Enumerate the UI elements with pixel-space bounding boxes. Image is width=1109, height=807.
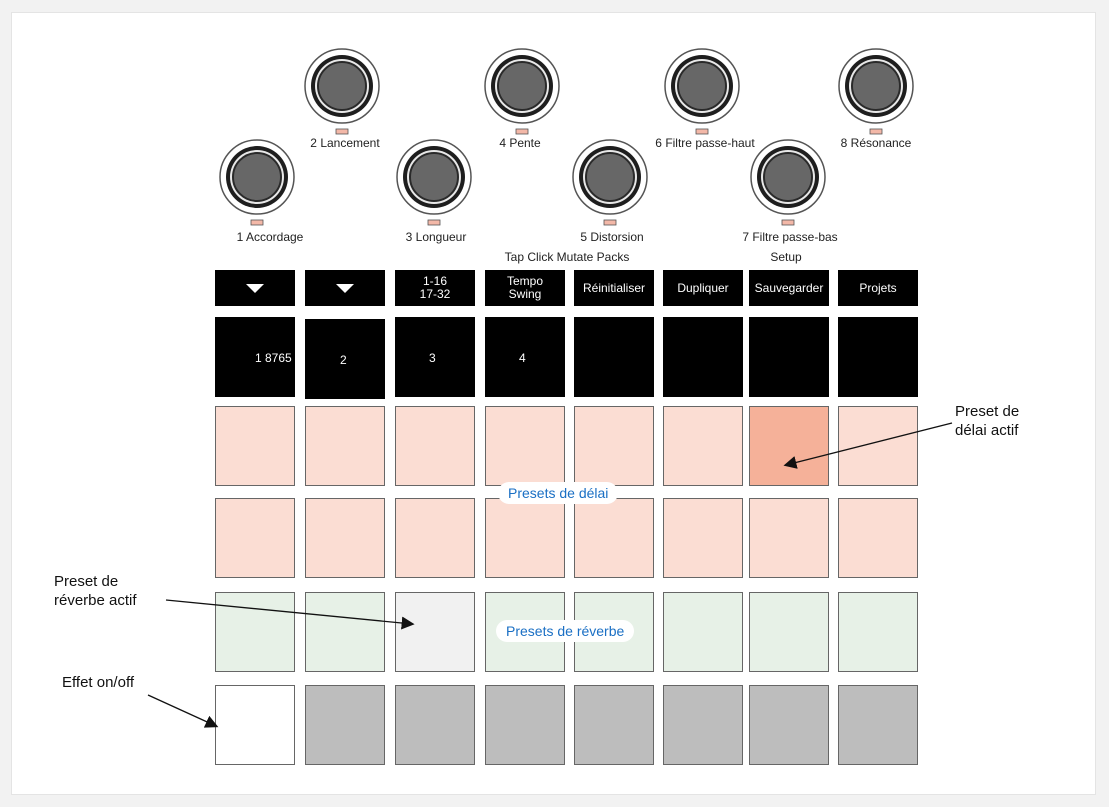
delay-preset-pad[interactable] — [663, 406, 743, 486]
reverb-preset-pad[interactable] — [305, 592, 385, 672]
sequence-pad[interactable]: 4 — [485, 317, 565, 397]
effect-pad[interactable] — [663, 685, 743, 765]
sequence-pad-label: 1 8765 — [255, 351, 292, 365]
knob-label: 5 Distorsion — [580, 230, 644, 244]
delay-active-arrow — [783, 422, 953, 469]
knob-label: 8 Résonance — [840, 136, 912, 150]
arrow-down-button[interactable] — [215, 270, 295, 306]
delay-preset-pad[interactable] — [485, 406, 565, 486]
knob-label: 6 Filtre passe-haut — [655, 136, 755, 150]
annotation-line: réverbe actif — [54, 592, 137, 609]
reverb-active-arrow — [165, 599, 415, 630]
save-label: Sauvegarder — [754, 280, 824, 295]
knob-label: 7 Filtre passe-bas — [742, 230, 838, 244]
effect-pad[interactable] — [485, 685, 565, 765]
reverb-active-annotation: Preset de réverbe actif — [54, 572, 137, 610]
duplicate-label: Dupliquer — [677, 280, 729, 295]
reverb-preset-pad[interactable] — [838, 592, 918, 672]
tap-click-label: Tap Click Mutate Packs — [504, 250, 630, 264]
reset-button[interactable]: Réinitialiser — [574, 270, 654, 306]
arrow-down-button[interactable] — [305, 270, 385, 306]
delay-active-annotation: Preset de délai actif — [955, 402, 1075, 440]
effect-pad[interactable] — [395, 685, 475, 765]
delay-preset-pad[interactable] — [663, 498, 743, 578]
sequence-pad-label: 2 — [340, 353, 347, 367]
projects-button[interactable]: Projets — [838, 270, 918, 306]
effect-pad[interactable] — [838, 685, 918, 765]
delay-preset-pad[interactable] — [838, 406, 918, 486]
delay-preset-pad[interactable] — [485, 498, 565, 578]
pattern-range-label: 1-16 — [422, 274, 448, 288]
sequence-pad-label: 3 — [429, 351, 436, 365]
knob-label: 3 Longueur — [405, 230, 467, 244]
delay-preset-pad[interactable] — [838, 498, 918, 578]
delay-preset-pad[interactable] — [749, 498, 829, 578]
swing-label: Swing — [508, 287, 542, 301]
delay-preset-pad[interactable] — [215, 406, 295, 486]
setup-label: Setup — [770, 250, 802, 264]
effect-pad[interactable] — [749, 685, 829, 765]
effect-toggle-annotation: Effet on/off — [62, 674, 135, 691]
save-button[interactable]: Sauvegarder — [749, 270, 829, 306]
delay-preset-pad[interactable] — [215, 498, 295, 578]
reset-label: Réinitialiser — [582, 280, 646, 295]
knob-label: 4 Pente — [499, 136, 541, 150]
reverb-preset-pad-active[interactable] — [395, 592, 475, 672]
delay-preset-pad[interactable] — [305, 498, 385, 578]
knob-label: 2 Lancement — [310, 136, 380, 150]
annotation-line: Preset de — [54, 573, 119, 590]
effect-pad[interactable] — [305, 685, 385, 765]
effect-toggle-pad[interactable] — [215, 685, 295, 765]
effect-toggle-arrow — [147, 694, 219, 728]
sequence-pad[interactable] — [663, 317, 743, 397]
knob-label: 1 Accordage — [236, 230, 304, 244]
arrow-down-icon — [336, 283, 354, 293]
tempo-label: Tempo — [506, 274, 544, 288]
sequence-pad[interactable]: 2 — [305, 319, 385, 399]
sequence-pad[interactable]: 1 8765 — [215, 317, 295, 397]
reverb-presets-label: Presets de réverbe — [496, 620, 635, 642]
duplicate-button[interactable]: Dupliquer — [663, 270, 743, 306]
delay-presets-label: Presets de délai — [498, 482, 619, 504]
reverb-preset-pad[interactable] — [749, 592, 829, 672]
annotation-line: délai actif — [955, 422, 1019, 439]
reverb-preset-pad[interactable] — [215, 592, 295, 672]
reverb-preset-pad[interactable] — [663, 592, 743, 672]
delay-preset-pad-active[interactable] — [749, 406, 829, 486]
annotation-line: Preset de — [955, 403, 1020, 420]
effect-pad[interactable] — [574, 685, 654, 765]
sequence-pad[interactable] — [838, 317, 918, 397]
projects-label: Projets — [859, 280, 897, 295]
arrow-down-icon — [246, 283, 264, 293]
sequence-pad[interactable] — [749, 317, 829, 397]
delay-preset-pad[interactable] — [305, 406, 385, 486]
sequence-pad[interactable]: 3 — [395, 317, 475, 397]
sequence-pad-label: 4 — [519, 351, 526, 365]
pattern-range-label: 17-32 — [419, 287, 451, 301]
sequence-pad[interactable] — [574, 317, 654, 397]
delay-preset-pad[interactable] — [395, 498, 475, 578]
delay-preset-pad[interactable] — [574, 406, 654, 486]
delay-preset-pad[interactable] — [395, 406, 475, 486]
